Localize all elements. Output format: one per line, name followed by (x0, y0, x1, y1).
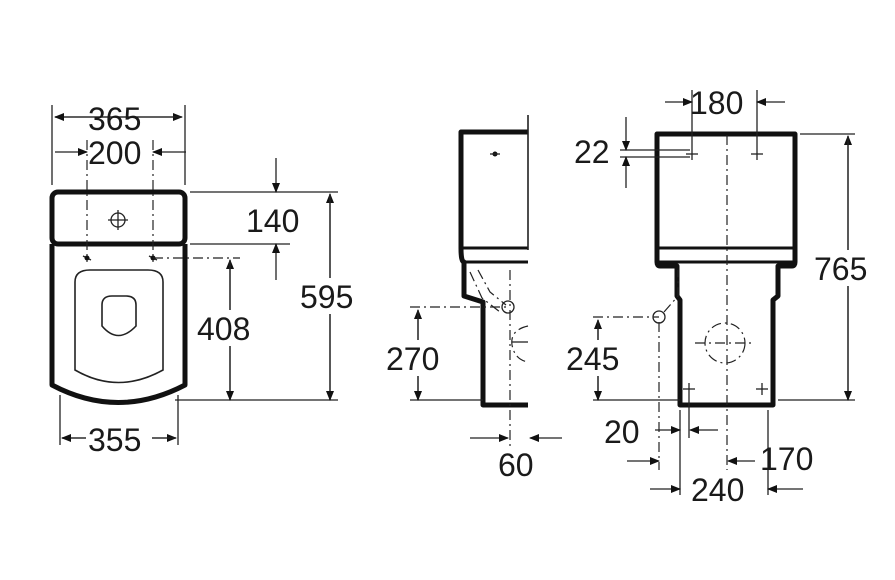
cistern-depth-label: 140 (246, 203, 299, 239)
outlet-height-label: 270 (386, 341, 439, 377)
inlet-height-label: 245 (566, 341, 619, 377)
inlet-offset-label: 20 (604, 414, 640, 450)
rear-outline (654, 131, 798, 408)
seat-opening (101, 295, 137, 337)
side-view: 270 60 (385, 115, 562, 483)
overall-width-label: 365 (88, 101, 141, 137)
hole-spacing-label: 180 (690, 85, 743, 121)
side-outlet (501, 300, 515, 314)
base-offset-label: 170 (760, 441, 813, 477)
side-outline (458, 129, 528, 408)
wall-to-outlet-label: 60 (498, 447, 534, 483)
bowl-outline (49, 244, 188, 405)
cistern-outline (49, 189, 188, 247)
seat-outline (74, 269, 164, 384)
fixing-spacing-label: 200 (88, 135, 141, 171)
fixing-to-front-label: 408 (197, 311, 250, 347)
overall-height-label: 765 (814, 251, 867, 287)
top-view: 365 200 140 408 595 355 (49, 101, 364, 458)
overall-length-label: 595 (300, 279, 353, 315)
rear-view: 180 22 765 245 20 170 240 (565, 85, 882, 508)
hole-from-top-label: 22 (574, 134, 610, 170)
base-width-label: 240 (691, 472, 744, 508)
bowl-width-label: 355 (88, 422, 141, 458)
